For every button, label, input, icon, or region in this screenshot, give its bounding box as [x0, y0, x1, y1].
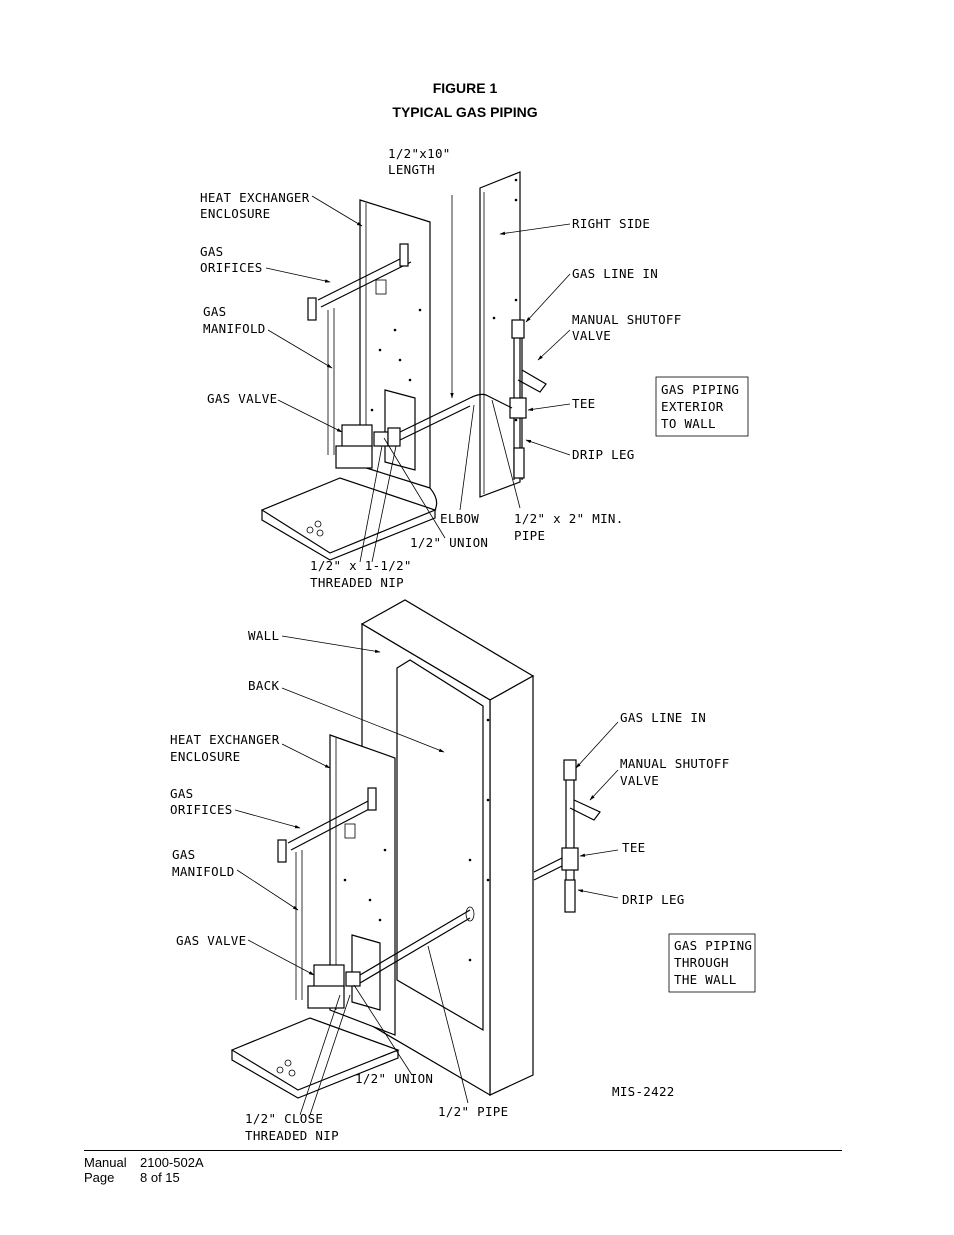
- box-exterior-line-1: GAS PIPING: [661, 382, 739, 397]
- gas-valve-bottom: [307, 906, 475, 1009]
- label-nip-2: THREADED NIP: [310, 575, 404, 590]
- box-through-line-1: GAS PIPING: [674, 938, 752, 953]
- top-diagram: 1/2"x10" LENGTH HEAT EXCHANGER ENCLOSURE…: [200, 146, 749, 590]
- gas-manifold-bottom: [277, 787, 377, 1000]
- figure-title: FIGURE 1: [432, 80, 498, 96]
- label-drawing-number: MIS-2422: [612, 1084, 675, 1099]
- label-right-side: RIGHT SIDE: [572, 216, 650, 231]
- label-shutoff-bottom-1: MANUAL SHUTOFF: [620, 756, 730, 771]
- gas-manifold: [307, 243, 412, 455]
- bottom-leaders: [234, 635, 619, 1116]
- label-union-bottom: 1/2" UNION: [355, 1071, 433, 1086]
- label-orifices-bottom-1: GAS: [170, 786, 193, 801]
- label-manifold-bottom-1: GAS: [172, 847, 195, 862]
- wall-unit: [360, 599, 535, 1097]
- label-shutoff-1: MANUAL SHUTOFF: [572, 312, 682, 327]
- label-shutoff-bottom-2: VALVE: [620, 773, 659, 788]
- footer-rule: [84, 1150, 842, 1151]
- label-gas-valve-bottom: GAS VALVE: [176, 933, 246, 948]
- label-union: 1/2" UNION: [410, 535, 488, 550]
- base-tray-bottom: [230, 1017, 400, 1099]
- exterior-piping: [469, 319, 547, 480]
- label-length-2: LENGTH: [388, 162, 435, 177]
- footer-manual-label: Manual: [84, 1155, 127, 1170]
- label-nip-bottom-1: 1/2" CLOSE: [245, 1111, 323, 1126]
- label-nip-1: 1/2" x 1-1/2": [310, 558, 412, 573]
- footer-manual-value: 2100-502A: [140, 1155, 204, 1170]
- box-exterior-line-2: EXTERIOR: [661, 399, 724, 414]
- label-pipe-bottom: 1/2" PIPE: [438, 1104, 508, 1119]
- label-drip-leg: DRIP LEG: [572, 447, 635, 462]
- label-orifices-1: GAS: [200, 244, 223, 259]
- label-wall: WALL: [248, 628, 279, 643]
- label-hx-1: HEAT EXCHANGER: [200, 190, 310, 205]
- label-shutoff-2: VALVE: [572, 328, 611, 343]
- label-hx-bottom-1: HEAT EXCHANGER: [170, 732, 280, 747]
- box-through-line-2: THROUGH: [674, 955, 729, 970]
- callout-exterior-to-wall: GAS PIPING EXTERIOR TO WALL: [655, 376, 749, 437]
- footer-page-row: Page 8 of 15: [84, 1170, 180, 1185]
- label-drip-leg-bottom: DRIP LEG: [622, 892, 685, 907]
- label-manifold-1: GAS: [203, 304, 226, 319]
- footer-manual-row: Manual 2100-502A: [84, 1155, 204, 1170]
- label-gas-line-in-bottom: GAS LINE IN: [620, 710, 706, 725]
- label-hx-bottom-2: ENCLOSURE: [170, 749, 240, 764]
- label-orifices-2: ORIFICES: [200, 260, 263, 275]
- label-tee-bottom: TEE: [622, 840, 645, 855]
- box-through-line-3: THE WALL: [674, 972, 737, 987]
- label-manifold-2: MANIFOLD: [203, 321, 266, 336]
- footer-page-value: 8 of 15: [140, 1170, 180, 1185]
- gas-valve: [335, 397, 471, 469]
- figure-subtitle: TYPICAL GAS PIPING: [392, 104, 538, 120]
- label-pipe-2: PIPE: [514, 528, 545, 543]
- exterior-piping-bottom: [533, 759, 601, 913]
- label-back: BACK: [248, 678, 279, 693]
- callout-through-wall: GAS PIPING THROUGH THE WALL: [668, 933, 756, 993]
- top-leaders: [265, 195, 571, 563]
- label-orifices-bottom-2: ORIFICES: [170, 802, 233, 817]
- label-length-1: 1/2"x10": [388, 146, 451, 161]
- label-tee: TEE: [572, 396, 595, 411]
- bottom-diagram: WALL BACK HEAT EXCHANGER ENCLOSURE GAS O…: [170, 599, 756, 1143]
- label-gas-line-in: GAS LINE IN: [572, 266, 658, 281]
- box-exterior-line-3: TO WALL: [661, 416, 716, 431]
- footer-page-label: Page: [84, 1170, 115, 1185]
- heat-exchanger-enclosure-bottom: [329, 734, 396, 1036]
- label-elbow: ELBOW: [440, 511, 479, 526]
- label-gas-valve: GAS VALVE: [207, 391, 277, 406]
- label-hx-2: ENCLOSURE: [200, 206, 270, 221]
- label-nip-bottom-2: THREADED NIP: [245, 1128, 339, 1143]
- base-tray: [260, 477, 438, 561]
- label-manifold-bottom-2: MANIFOLD: [172, 864, 235, 879]
- label-pipe-1: 1/2" x 2" MIN.: [514, 511, 624, 526]
